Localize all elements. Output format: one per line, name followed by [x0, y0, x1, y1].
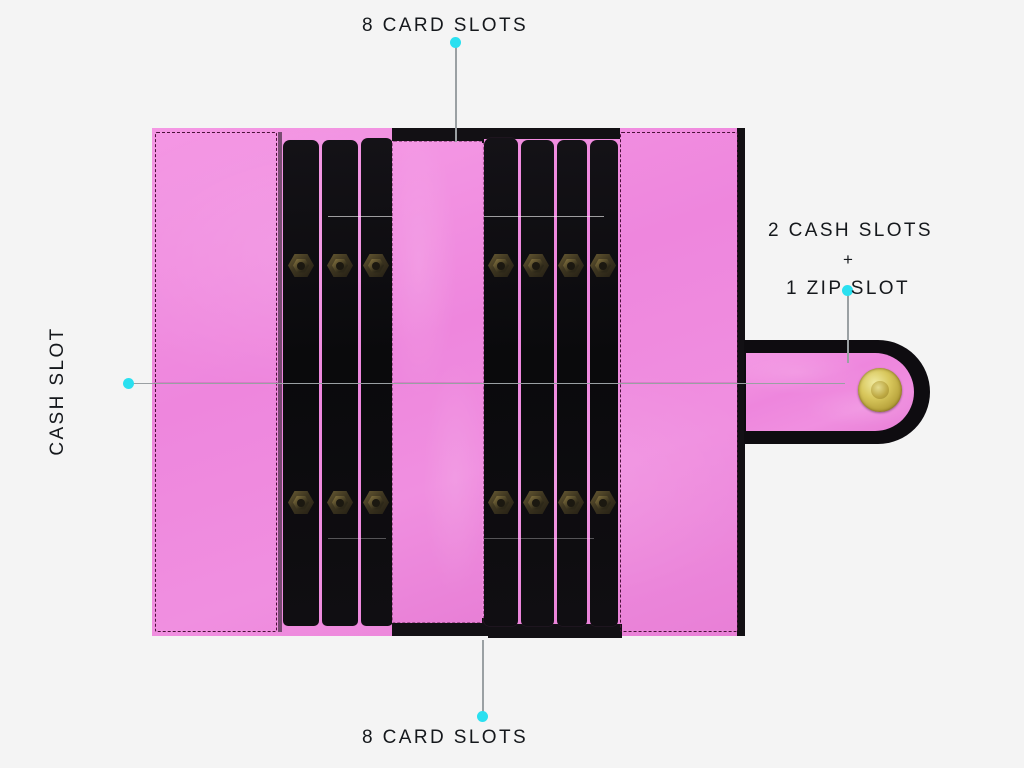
- slot-highlight-line: [328, 216, 392, 218]
- rivet-icon: [327, 491, 353, 514]
- connector-line-bottom: [482, 640, 484, 718]
- rivet-icon: [327, 254, 353, 277]
- label-plus-line: +: [843, 250, 853, 269]
- label-card-slots-top: 8 CARD SLOTS: [362, 15, 529, 36]
- rivet-icon: [558, 254, 584, 277]
- wallet-spine: [392, 141, 482, 623]
- right-outer-edge: [737, 128, 745, 636]
- marker-dot-left: [123, 378, 134, 389]
- fold-crease: [154, 382, 278, 384]
- connector-line-right: [847, 295, 849, 363]
- lower-right-bottom-edge: [488, 624, 622, 638]
- label-cash-slot-left: CASH SLOT: [47, 326, 68, 456]
- card-slot[interactable]: [361, 138, 393, 626]
- fold-crease: [620, 382, 738, 384]
- label-cash-zip-right: 2 CASH SLOTS + 1 ZIP SLOT: [768, 216, 934, 303]
- marker-dot-bottom: [477, 711, 488, 722]
- zip-strap-tab[interactable]: [744, 340, 930, 444]
- spine-top-edge: [392, 128, 484, 143]
- fold-crease: [394, 382, 482, 384]
- rivet-icon: [363, 254, 389, 277]
- connector-line-top: [455, 47, 457, 142]
- left-inner-edge: [278, 132, 282, 632]
- marker-dot-top: [450, 37, 461, 48]
- label-card-slots-bottom: 8 CARD SLOTS: [362, 727, 529, 748]
- rivet-icon: [488, 254, 514, 277]
- rivet-icon: [288, 491, 314, 514]
- card-slot[interactable]: [484, 138, 518, 626]
- label-cash-slots-line: 2 CASH SLOTS: [768, 220, 934, 241]
- rivet-icon: [590, 491, 616, 514]
- rivet-icon: [288, 254, 314, 277]
- slot-highlight-line: [484, 538, 594, 540]
- rivet-icon: [590, 254, 616, 277]
- marker-dot-right: [842, 285, 853, 296]
- rivet-icon: [558, 491, 584, 514]
- gold-snap-button-icon[interactable]: [858, 368, 902, 412]
- upper-right-top-edge: [484, 128, 620, 139]
- slot-highlight-line: [328, 538, 386, 540]
- slot-highlight-line: [484, 216, 604, 218]
- rivet-icon: [488, 491, 514, 514]
- rivet-icon: [363, 491, 389, 514]
- label-zip-slot-line: 1 ZIP SLOT: [786, 278, 910, 299]
- connector-line-left: [133, 383, 845, 385]
- rivet-icon: [523, 254, 549, 277]
- rivet-icon: [523, 491, 549, 514]
